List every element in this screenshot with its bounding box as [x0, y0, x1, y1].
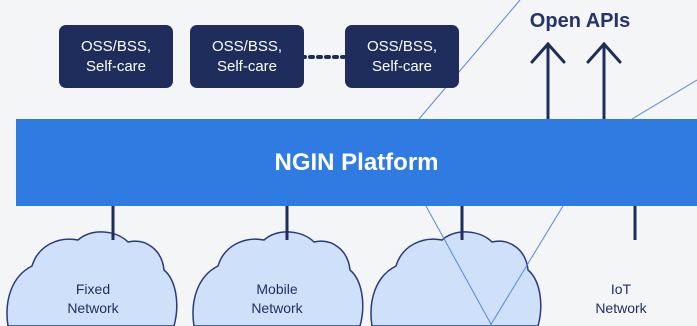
ngin-platform-bar: NGIN Platform — [16, 119, 697, 206]
oss-box-2-line1: OSS/BSS, — [211, 37, 283, 55]
api-arrow-left — [530, 41, 566, 121]
third-network-cloud — [370, 231, 542, 326]
diagonal-line-1 — [418, 0, 521, 120]
api-arrow-right — [586, 41, 622, 121]
oss-box-1-line2: Self-care — [85, 57, 147, 75]
oss-bss-box-2: OSS/BSS, Self-care — [190, 25, 304, 88]
platform-title: NGIN Platform — [274, 148, 439, 176]
iot-network-line1: IoT — [610, 281, 632, 297]
mobile-network-label: Mobile Network — [217, 280, 337, 318]
iot-network-line2: Network — [595, 300, 647, 316]
diagonal-line-3 — [489, 205, 564, 326]
mobile-network-line1: Mobile — [256, 281, 298, 297]
open-apis-label: Open APIs — [529, 10, 631, 32]
oss-box-1-line1: OSS/BSS, — [80, 37, 152, 55]
oss-box-2-line2: Self-care — [216, 57, 278, 75]
mobile-network-line2: Network — [251, 300, 303, 316]
oss-box-3-line2: Self-care — [371, 57, 433, 75]
mobile-network-cloud — [192, 231, 364, 326]
diagonal-line-4 — [425, 205, 493, 326]
oss-bss-box-1: OSS/BSS, Self-care — [59, 25, 173, 88]
iot-network-label: IoT Network — [561, 280, 681, 318]
fixed-network-line2: Network — [67, 300, 119, 316]
oss-box-3-line1: OSS/BSS, — [366, 37, 438, 55]
diagonal-line-2 — [631, 79, 697, 120]
fixed-network-label: Fixed Network — [33, 280, 153, 318]
fixed-network-cloud — [6, 231, 178, 326]
oss-bss-box-3: OSS/BSS, Self-care — [345, 25, 459, 88]
fixed-network-line1: Fixed — [75, 281, 111, 297]
